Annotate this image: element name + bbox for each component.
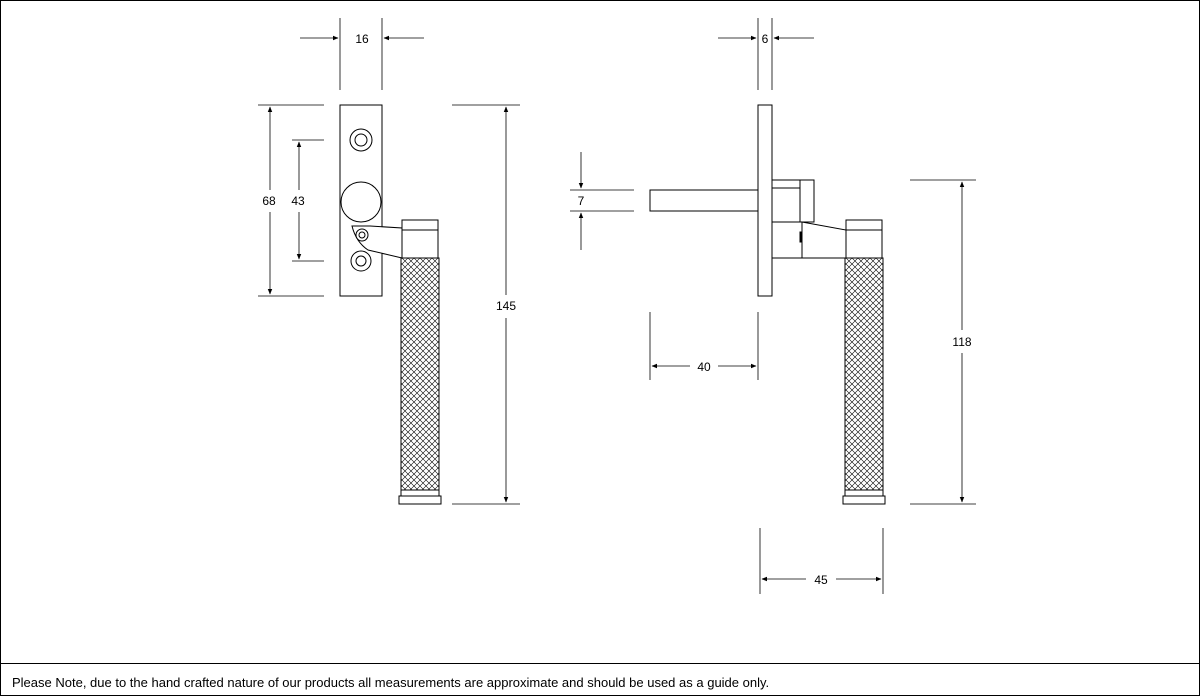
technical-drawing: 16 68 43 145 [258,18,976,594]
side-knurled-grip [844,257,884,491]
side-lever-neck [801,221,847,259]
side-dimensions [570,18,976,594]
front-bottom-screw-hole [350,250,372,272]
dim-spindle-length: 40 [697,360,711,374]
front-spindle-boss [340,181,382,223]
front-top-screw-hole [349,128,373,152]
side-lever-cap [845,219,883,231]
dim-plate-thickness: 6 [762,32,769,46]
dim-front-width: 16 [355,32,369,46]
dim-front-hole-spacing: 43 [291,194,305,208]
footer-note: Please Note, due to the hand crafted nat… [12,675,770,690]
side-view [649,104,886,505]
front-dimensions [258,18,520,505]
front-knurled-grip [400,257,440,491]
dim-front-height: 68 [262,194,276,208]
dim-overall-height: 145 [496,299,516,313]
dim-spindle-size: 7 [578,194,585,208]
side-backplate [757,104,773,297]
front-view [339,104,442,505]
front-lever-cap [401,219,439,231]
front-lever-end-cap [400,489,440,497]
side-boss [771,179,815,223]
side-spindle [649,189,759,212]
footer-divider [0,663,1200,664]
dim-lever-height: 118 [952,335,971,349]
side-lever-end-cap [844,489,884,497]
dim-lever-projection: 45 [814,573,828,587]
